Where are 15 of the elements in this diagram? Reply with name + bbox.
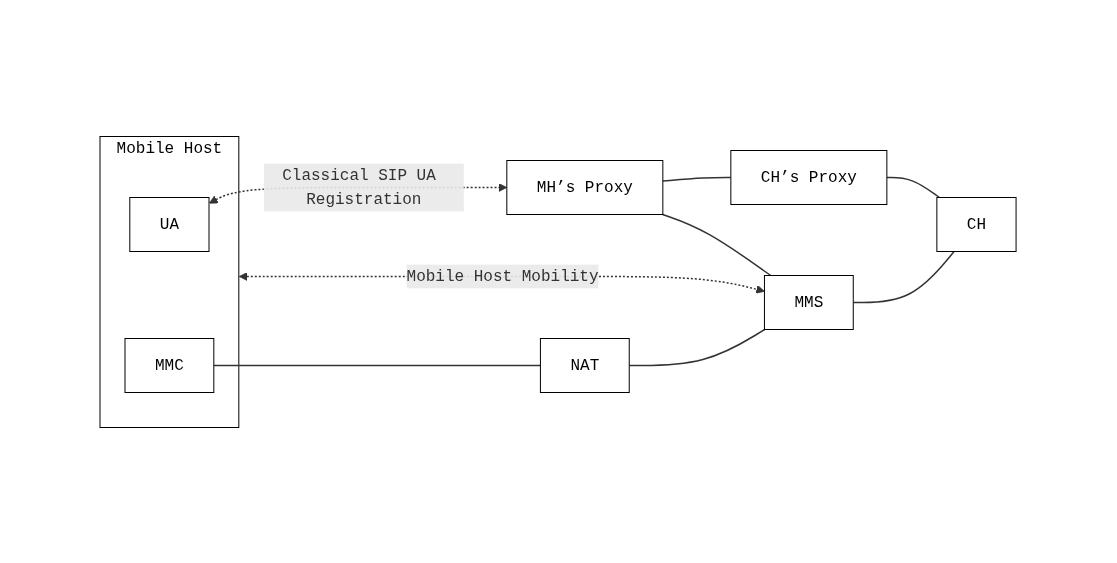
node-box: MMC xyxy=(124,337,215,393)
node-box: UA xyxy=(129,196,210,252)
connector xyxy=(853,250,956,303)
node-box: CH’s Proxy xyxy=(730,149,888,205)
connector xyxy=(662,213,772,276)
connector xyxy=(662,176,733,182)
connector xyxy=(886,176,941,198)
node-box: NAT xyxy=(540,337,631,393)
node-box: CH xyxy=(936,196,1018,252)
edge-label: Classical SIP UA Registration xyxy=(282,166,437,208)
node-box: MH’s Proxy xyxy=(506,159,664,215)
edge-label: Mobile Host Mobility xyxy=(407,267,600,285)
connector xyxy=(628,328,766,366)
connector xyxy=(213,364,542,366)
node-box: MMS xyxy=(764,274,855,330)
